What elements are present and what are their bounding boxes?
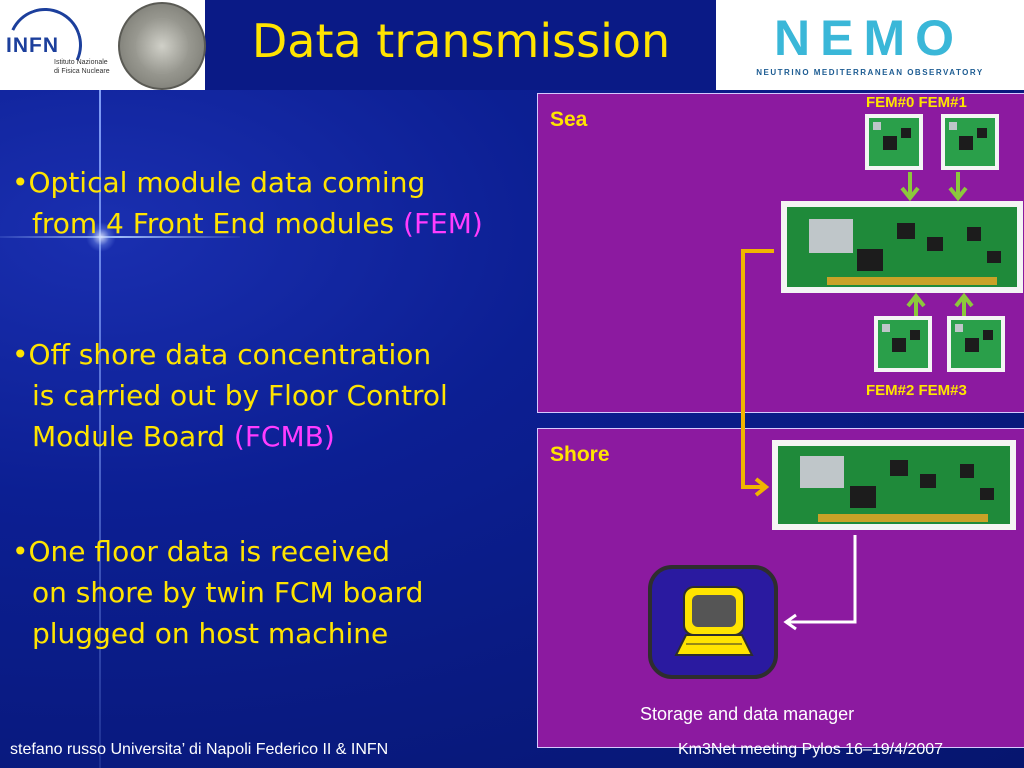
fcm-optical-module bbox=[809, 219, 853, 253]
bullet-line: is carried out by Floor Control bbox=[32, 379, 448, 412]
computer-terminal-graphic bbox=[674, 586, 754, 656]
fem-board-pcb bbox=[869, 118, 919, 166]
shore-label: Shore bbox=[550, 443, 610, 466]
bullet-highlight: (FCMB) bbox=[233, 420, 335, 453]
fem-bottom-label: FEM#2 FEM#3 bbox=[866, 382, 967, 399]
university-seal bbox=[115, 0, 206, 90]
fcm-chip bbox=[927, 237, 943, 251]
fem-connector bbox=[873, 122, 881, 130]
fem-chip bbox=[959, 136, 973, 150]
nemo-logo-text: NEMO bbox=[774, 10, 964, 66]
fcm-chip bbox=[857, 249, 883, 271]
fem-chip bbox=[892, 338, 906, 352]
bullet-line: •Off shore data concentration bbox=[12, 338, 432, 371]
fem-board-1 bbox=[941, 114, 999, 170]
terminal-screen bbox=[692, 595, 736, 627]
fem-chip bbox=[983, 330, 993, 340]
fcm-chip bbox=[920, 474, 936, 488]
infn-logo: INFN Istituto Nazionale di Fisica Nuclea… bbox=[0, 0, 115, 93]
fem-board-pcb bbox=[878, 320, 928, 368]
fem-chip bbox=[910, 330, 920, 340]
bullet-shore: •One floor data is received on shore by … bbox=[12, 531, 423, 654]
bullet-fcmb: •Off shore data concentration is carried… bbox=[12, 334, 448, 457]
bullet-line-text: Module Board bbox=[32, 420, 234, 453]
fem-chip bbox=[883, 136, 897, 150]
fem-board-pcb bbox=[951, 320, 1001, 368]
bullet-line-text: from 4 Front End modules bbox=[32, 207, 404, 240]
bullet-line: from 4 Front End modules (FEM) bbox=[12, 203, 483, 244]
fcm-board-sea bbox=[781, 201, 1023, 293]
infn-logo-subtitle-line2: di Fisica Nucleare bbox=[54, 68, 110, 75]
fcm-chip bbox=[890, 460, 908, 476]
bullet-highlight: (FEM) bbox=[403, 207, 483, 240]
bullet-line: plugged on host machine bbox=[32, 617, 389, 650]
infn-logo-subtitle-line1: Istituto Nazionale bbox=[54, 59, 108, 66]
nemo-logo: NEMO NEUTRINO MEDITERRANEAN OBSERVATORY bbox=[716, 0, 1024, 90]
terminal-keyboard bbox=[674, 634, 754, 656]
fem-chip bbox=[965, 338, 979, 352]
bullet-line: on shore by twin FCM board bbox=[32, 576, 424, 609]
bullet-fem: •Optical module data coming from 4 Front… bbox=[12, 162, 483, 244]
fem-chip bbox=[901, 128, 911, 138]
fcm-chip bbox=[960, 464, 974, 478]
storage-label: Storage and data manager bbox=[640, 704, 855, 724]
bullet-line: •Optical module data coming bbox=[12, 166, 426, 199]
fem-connector bbox=[949, 122, 957, 130]
bullet-line: Module Board (FCMB) bbox=[12, 416, 448, 457]
fcm-chip bbox=[980, 488, 994, 500]
fem-board-3 bbox=[947, 316, 1005, 372]
fem-board-2 bbox=[874, 316, 932, 372]
fcm-edge-connector bbox=[827, 277, 997, 285]
footer-event: Km3Net meeting Pylos 16–19/4/2007 bbox=[678, 741, 944, 758]
fem-top-label: FEM#0 FEM#1 bbox=[866, 94, 967, 111]
light-streak-vertical bbox=[99, 90, 101, 768]
fem-board-pcb bbox=[945, 118, 995, 166]
nemo-logo-subtitle: NEUTRINO MEDITERRANEAN OBSERVATORY bbox=[756, 68, 984, 77]
light-streak-horizontal bbox=[0, 236, 240, 238]
fem-chip bbox=[977, 128, 987, 138]
infn-logo-text: INFN bbox=[6, 34, 59, 57]
fcm-chip bbox=[897, 223, 915, 239]
fcm-board-pcb bbox=[787, 207, 1017, 287]
fcm-board-shore bbox=[772, 440, 1016, 530]
page-title: Data transmission bbox=[251, 14, 671, 68]
computer-terminal-icon bbox=[648, 565, 778, 679]
fem-connector bbox=[955, 324, 963, 332]
infn-logo-subtitle: Istituto Nazionale di Fisica Nucleare bbox=[54, 58, 114, 76]
light-flare bbox=[86, 222, 116, 252]
fem-board-0 bbox=[865, 114, 923, 170]
fcm-chip bbox=[850, 486, 876, 508]
sea-label: Sea bbox=[550, 108, 588, 131]
seal-figure bbox=[136, 18, 188, 74]
fcm-board-pcb bbox=[778, 446, 1010, 524]
fcm-chip bbox=[967, 227, 981, 241]
footer-author: stefano russo Universita’ di Napoli Fede… bbox=[10, 741, 389, 758]
fcm-edge-connector bbox=[818, 514, 988, 522]
fem-connector bbox=[882, 324, 890, 332]
bullet-line: •One floor data is received bbox=[12, 535, 391, 568]
fcm-optical-module bbox=[800, 456, 844, 488]
fcm-chip bbox=[987, 251, 1001, 263]
seal-icon bbox=[118, 2, 206, 90]
